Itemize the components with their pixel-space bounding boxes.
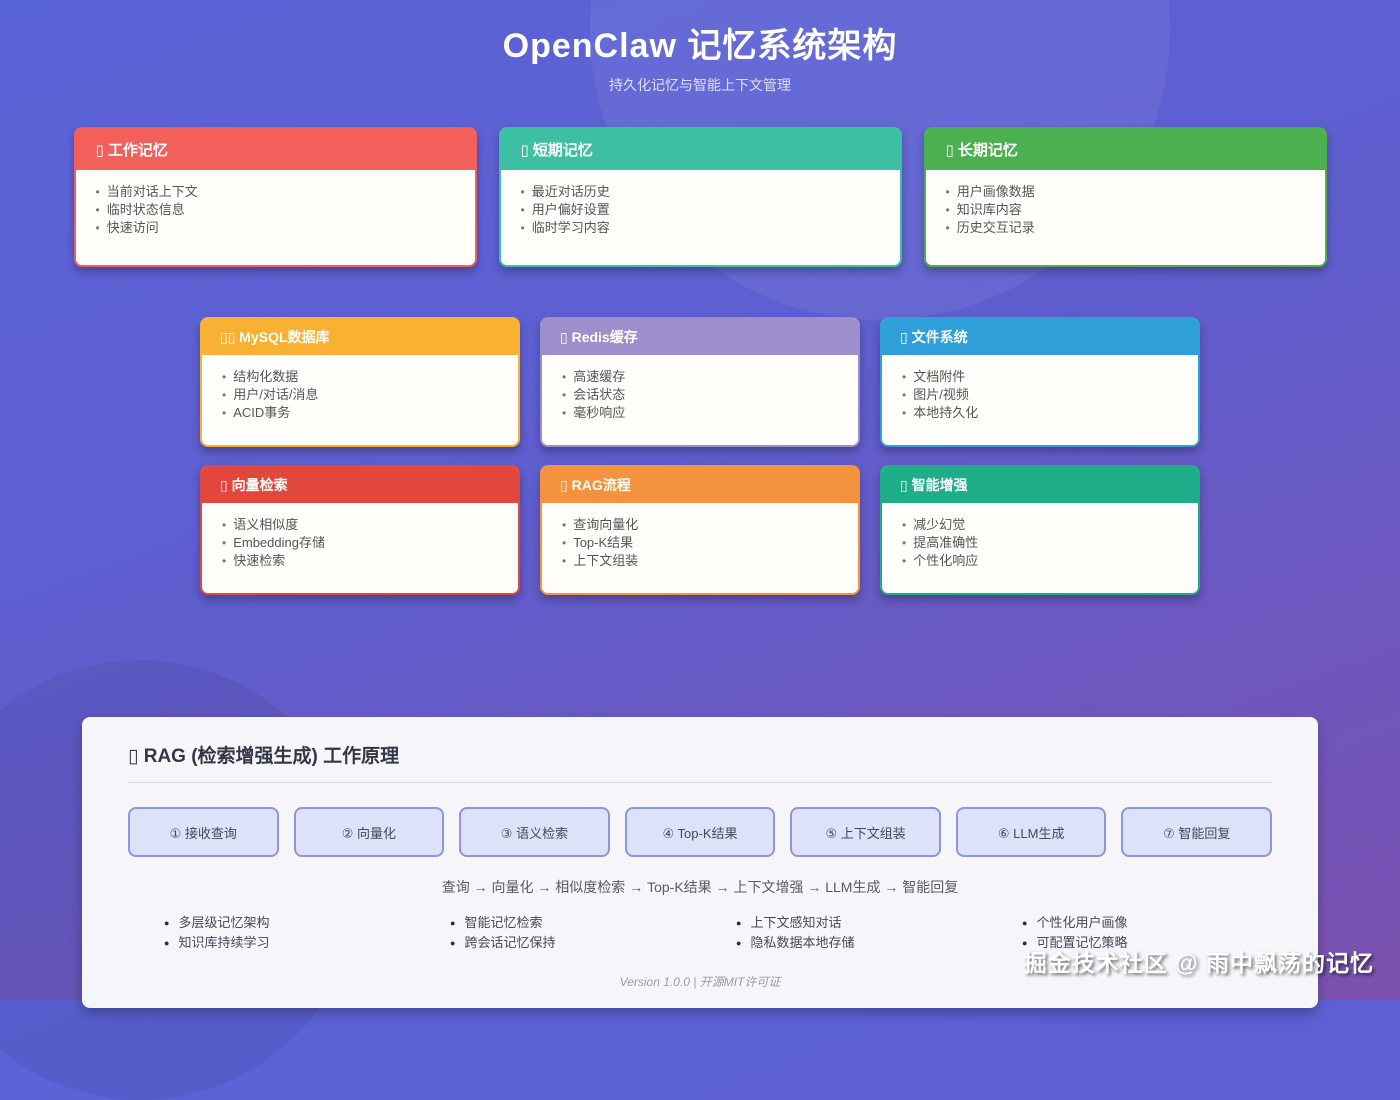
list-item: 图片/视频 <box>902 386 1178 404</box>
step-box-context-assembly: ⑤ 上下文组装 <box>790 807 941 857</box>
step-box-llm-generate: ⑥ LLM生成 <box>955 807 1107 857</box>
feature-item: 多层级记忆架构 <box>164 913 414 933</box>
retrieval-card-row: ▯ 向量检索 语义相似度 Embedding存储 快速检索 ▯ RAG流程 查询… <box>200 465 1200 595</box>
watermark: 掘金技术社区 @ 雨中飘荡的记忆 <box>1023 950 1374 976</box>
feature-item: 智能记忆检索 <box>450 913 700 933</box>
list-item: 知识库内容 <box>946 201 1305 219</box>
feature-item: 上下文感知对话 <box>736 913 986 933</box>
list-item: 临时学习内容 <box>521 219 880 237</box>
card-item-list: 查询向量化 Top-K结果 上下文组装 <box>542 503 858 583</box>
card-header: ▯ Redis缓存 <box>542 319 858 355</box>
card-header: ▯ 工作记忆 <box>75 129 475 170</box>
card-header: ▯ 文件系统 <box>882 319 1198 355</box>
list-item: 高速缓存 <box>562 368 838 386</box>
step-box-semantic-search: ③ 语义检索 <box>459 807 610 857</box>
feature-column-4: 个性化用户画像 可配置记忆策略 <box>986 913 1272 953</box>
card-mysql-database: ▯▯ MySQL数据库 结构化数据 用户/对话/消息 ACID事务 <box>200 317 520 447</box>
card-item-list: 减少幻觉 提高准确性 个性化响应 <box>882 503 1198 583</box>
list-item: 快速检索 <box>222 552 498 570</box>
card-header: ▯ 长期记忆 <box>925 129 1325 170</box>
step-box-smart-reply: ⑦ 智能回复 <box>1121 807 1273 857</box>
card-item-list: 结构化数据 用户/对话/消息 ACID事务 <box>202 355 518 435</box>
page-header: OpenClaw 记忆系统架构 持久化记忆与智能上下文管理 <box>0 0 1400 95</box>
feature-item: 个性化用户画像 <box>1022 913 1272 933</box>
card-item-list: 语义相似度 Embedding存储 快速检索 <box>202 503 518 583</box>
card-item-list: 文档附件 图片/视频 本地持久化 <box>882 355 1198 435</box>
list-item: 临时状态信息 <box>96 201 455 219</box>
list-item: 用户画像数据 <box>946 183 1305 201</box>
card-smart-enhancement: ▯ 智能增强 减少幻觉 提高准确性 个性化响应 <box>880 465 1200 595</box>
step-box-receive-query: ① 接收查询 <box>128 807 279 857</box>
storage-card-row: ▯▯ MySQL数据库 结构化数据 用户/对话/消息 ACID事务 ▯ Redi… <box>200 317 1200 447</box>
card-vector-search: ▯ 向量检索 语义相似度 Embedding存储 快速检索 <box>200 465 520 595</box>
list-item: 用户/对话/消息 <box>222 386 498 404</box>
list-item: 查询向量化 <box>562 516 838 534</box>
card-header: ▯ 向量检索 <box>202 467 518 503</box>
card-item-list: 高速缓存 会话状态 毫秒响应 <box>542 355 858 435</box>
feature-item: 隐私数据本地存储 <box>736 933 986 953</box>
list-item: 本地持久化 <box>902 404 1178 422</box>
version-footer: Version 1.0.0 | 开源MIT许可证 <box>619 975 781 989</box>
list-item: 减少幻觉 <box>902 516 1178 534</box>
feature-item: 跨会话记忆保持 <box>450 933 700 953</box>
card-rag-pipeline: ▯ RAG流程 查询向量化 Top-K结果 上下文组装 <box>540 465 860 595</box>
rag-step-row: ① 接收查询 ② 向量化 ③ 语义检索 ④ Top-K结果 ⑤ 上下文组装 ⑥ … <box>128 807 1273 857</box>
list-item: 语义相似度 <box>222 516 498 534</box>
card-header: ▯ RAG流程 <box>542 467 858 503</box>
feature-column-1: 多层级记忆架构 知识库持续学习 <box>128 913 414 953</box>
list-item: 提高准确性 <box>902 534 1178 552</box>
card-short-term-memory: ▯ 短期记忆 最近对话历史 用户偏好设置 临时学习内容 <box>498 127 902 267</box>
rag-principle-panel: ▯ RAG (检索增强生成) 工作原理 ① 接收查询 ② 向量化 ③ 语义检索 … <box>82 717 1318 1008</box>
card-long-term-memory: ▯ 长期记忆 用户画像数据 知识库内容 历史交互记录 <box>923 127 1327 267</box>
list-item: 上下文组装 <box>562 552 838 570</box>
feature-column-3: 上下文感知对话 隐私数据本地存储 <box>700 913 986 953</box>
list-item: 最近对话历史 <box>521 183 880 201</box>
card-item-list: 最近对话历史 用户偏好设置 临时学习内容 <box>501 170 900 250</box>
card-header: ▯▯ MySQL数据库 <box>202 319 518 355</box>
list-item: ACID事务 <box>222 404 498 422</box>
list-item: Top-K结果 <box>562 534 838 552</box>
feature-column-2: 智能记忆检索 跨会话记忆保持 <box>414 913 700 953</box>
card-file-system: ▯ 文件系统 文档附件 图片/视频 本地持久化 <box>880 317 1200 447</box>
card-item-list: 当前对话上下文 临时状态信息 快速访问 <box>76 170 475 250</box>
list-item: 文档附件 <box>902 368 1178 386</box>
list-item: 结构化数据 <box>222 368 498 386</box>
rag-flow-text: 查询 → 向量化 → 相似度检索 → Top-K结果 → 上下文增强 → LLM… <box>441 879 959 895</box>
card-redis-cache: ▯ Redis缓存 高速缓存 会话状态 毫秒响应 <box>540 317 860 447</box>
list-item: 毫秒响应 <box>562 404 838 422</box>
card-item-list: 用户画像数据 知识库内容 历史交互记录 <box>926 170 1325 250</box>
step-box-vectorize: ② 向量化 <box>293 807 445 857</box>
card-working-memory: ▯ 工作记忆 当前对话上下文 临时状态信息 快速访问 <box>73 127 477 267</box>
list-item: 当前对话上下文 <box>96 183 455 201</box>
list-item: 历史交互记录 <box>946 219 1305 237</box>
memory-card-row: ▯ 工作记忆 当前对话上下文 临时状态信息 快速访问 ▯ 短期记忆 最近对话历史… <box>73 127 1327 267</box>
feature-item: 知识库持续学习 <box>164 933 414 953</box>
card-header: ▯ 短期记忆 <box>500 129 900 170</box>
step-box-topk-results: ④ Top-K结果 <box>624 807 776 857</box>
list-item: 个性化响应 <box>902 552 1178 570</box>
feature-item: 可配置记忆策略 <box>1022 933 1272 953</box>
page-subtitle: 持久化记忆与智能上下文管理 <box>609 77 791 93</box>
list-item: Embedding存储 <box>222 534 498 552</box>
card-header: ▯ 智能增强 <box>882 467 1198 503</box>
rag-panel-title: ▯ RAG (检索增强生成) 工作原理 <box>128 735 1272 783</box>
feature-columns: 多层级记忆架构 知识库持续学习 智能记忆检索 跨会话记忆保持 上下文感知对话 隐… <box>128 913 1272 953</box>
list-item: 快速访问 <box>96 219 455 237</box>
list-item: 用户偏好设置 <box>521 201 880 219</box>
list-item: 会话状态 <box>562 386 838 404</box>
page-title: OpenClaw 记忆系统架构 <box>502 27 898 65</box>
